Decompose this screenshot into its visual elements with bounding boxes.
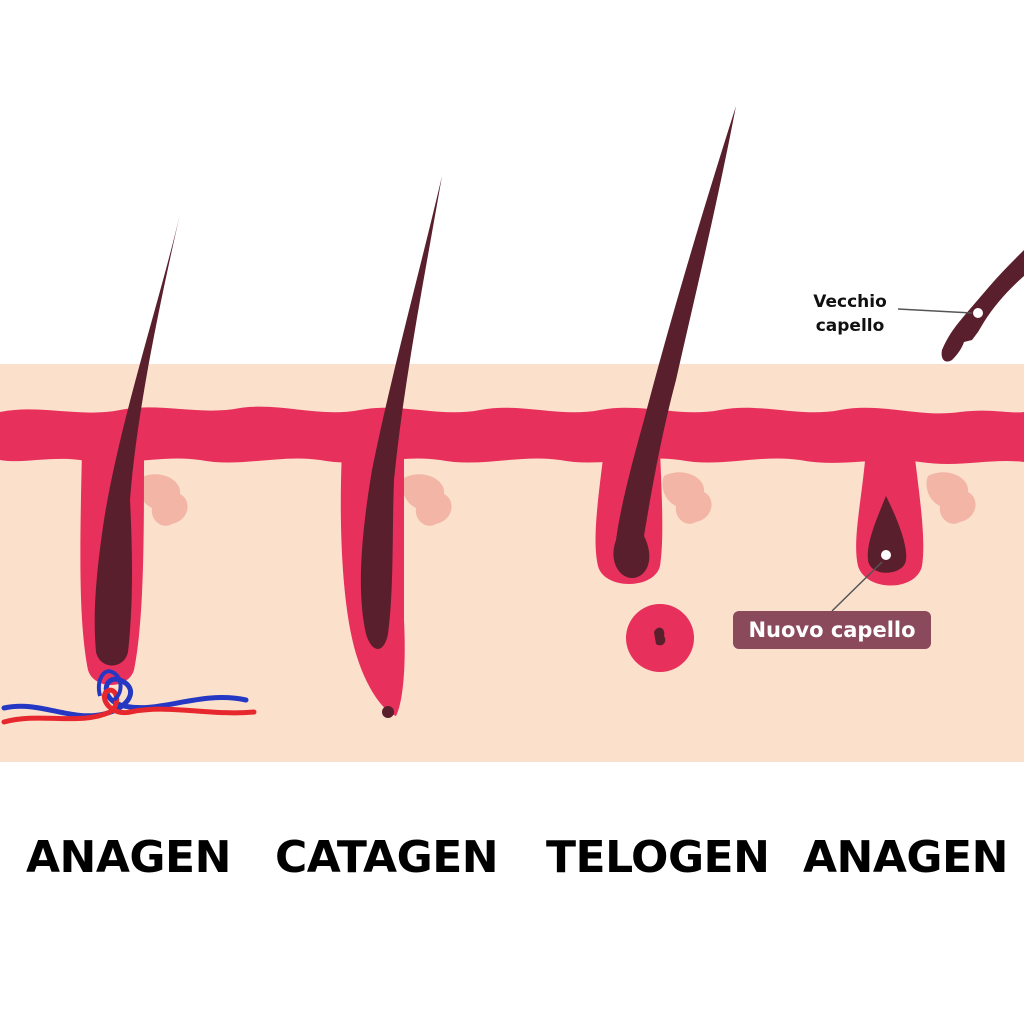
new-hair-callout: Nuovo capello <box>733 611 931 649</box>
artery <box>1 687 257 725</box>
old-hair-leader <box>897 308 973 314</box>
capillary-loop <box>97 669 123 702</box>
phase-label-anagen-2: ANAGEN <box>803 832 1008 883</box>
dermis-band <box>0 406 1024 464</box>
hair-telogen <box>613 106 736 578</box>
sebaceous-gland <box>662 472 712 524</box>
new-hair-dot <box>881 550 891 560</box>
hair-new-bulb <box>867 496 907 573</box>
sebaceous-gland <box>138 474 188 526</box>
catagen-bulb-tip <box>382 706 394 718</box>
new-hair-leader <box>831 561 883 612</box>
sebaceous-gland <box>402 474 452 526</box>
phase-label-anagen-1: ANAGEN <box>26 832 231 883</box>
detached-bulb-core <box>654 627 666 646</box>
old-hair-dot <box>973 308 983 318</box>
phase-label-telogen: TELOGEN <box>546 832 770 883</box>
hair-catagen <box>360 176 442 649</box>
old-hair-callout: Vecchio capello <box>813 292 887 336</box>
hair-anagen <box>94 214 180 666</box>
sebaceous-gland <box>926 472 976 524</box>
phase-label-catagen: CATAGEN <box>275 832 499 883</box>
shed-old-hair <box>941 250 1024 362</box>
